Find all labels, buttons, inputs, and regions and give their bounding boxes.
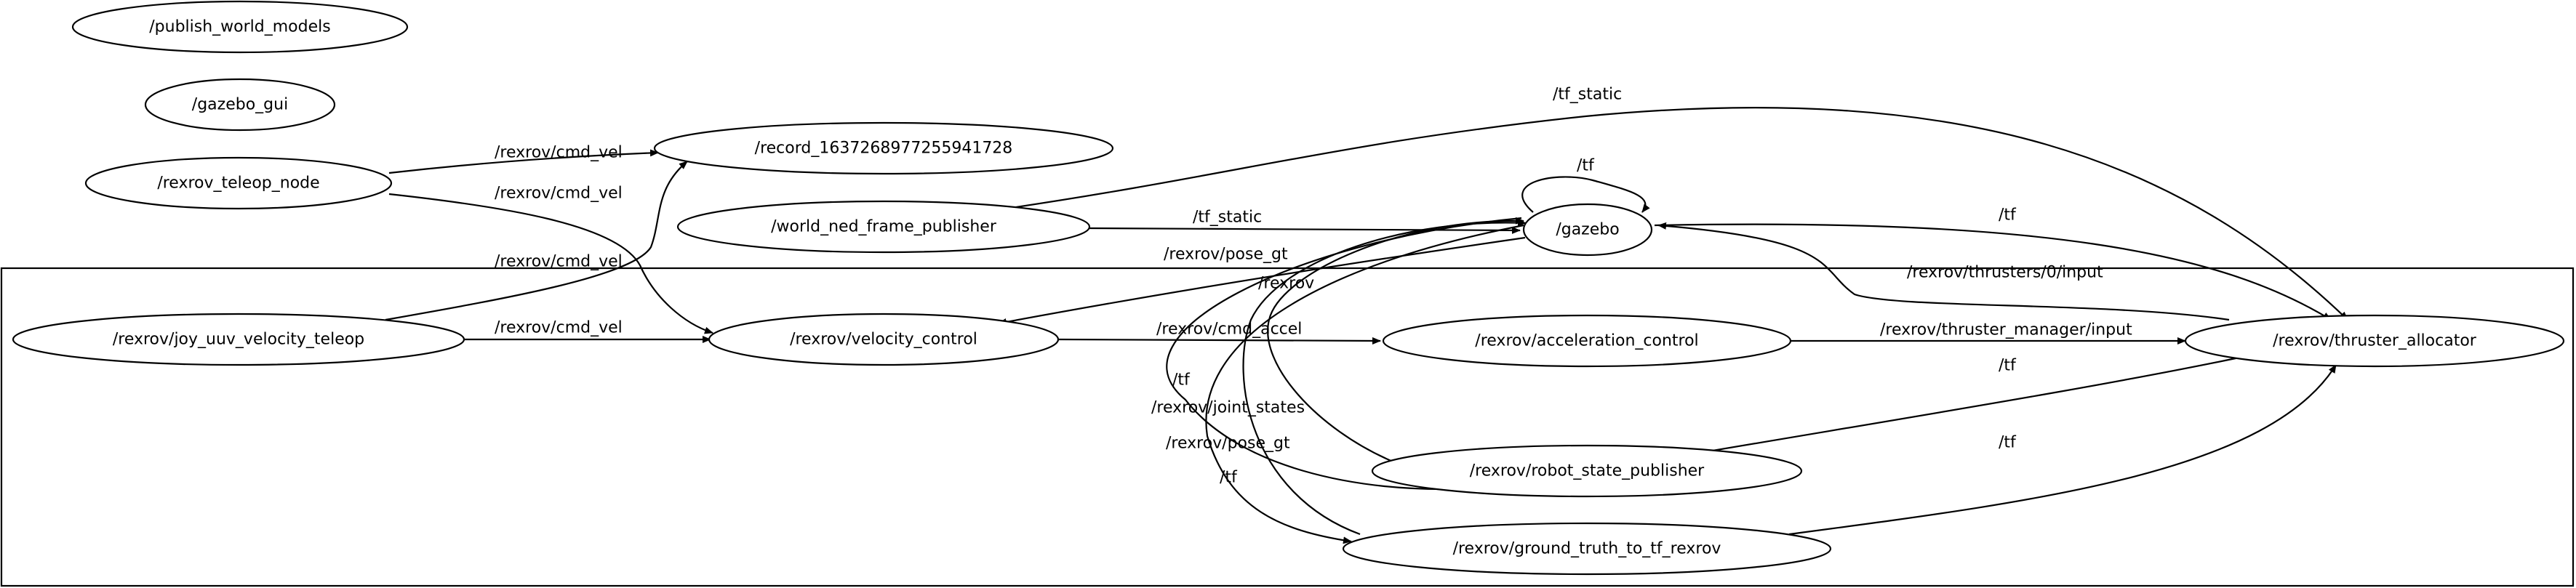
node-label-ground-truth-tf: /rexrov/ground_truth_to_tf_rexrov xyxy=(1453,540,1721,558)
edge-label-gazebo-self-loop: /tf xyxy=(1577,157,1595,175)
edge-label-acceleration-to-thruster: /rexrov/thruster_manager/input xyxy=(1880,321,2132,339)
edge-velocity-to-acceleration[interactable] xyxy=(1057,337,1381,345)
node-world-ned[interactable]: /world_ned_frame_publisher xyxy=(676,200,1091,254)
edges-layer: /rexrov/cmd_vel /rexrov/cmd_vel /rexrov/… xyxy=(385,86,2348,544)
edge-teleop-to-record[interactable] xyxy=(388,149,659,174)
node-gazebo[interactable]: /gazebo xyxy=(1522,203,1653,257)
edge-label-velocity-to-acceleration: /rexrov/cmd_accel xyxy=(1156,321,1302,339)
edge-ground-truth-to-thruster[interactable] xyxy=(1788,364,2337,536)
edge-robot-state-to-gazebo[interactable] xyxy=(1267,217,1524,463)
edge-label-joy-to-record: /rexrov/cmd_vel xyxy=(495,253,623,271)
edge-label-robot-state-to-thruster: /tf xyxy=(1999,357,2017,375)
edge-label-gazebo-to-robot-state: /rexrov/joint_states xyxy=(1151,399,1305,417)
node-label-world-ned: /world_ned_frame_publisher xyxy=(771,218,997,236)
edge-gazebo-to-thruster[interactable] xyxy=(1654,223,2332,321)
node-gazebo-gui[interactable]: /gazebo_gui xyxy=(144,78,336,132)
nodes-layer: /publish_world_models /gazebo_gui /rexro… xyxy=(12,0,2565,576)
edge-world-ned-to-thruster-allocator[interactable] xyxy=(1010,107,2348,321)
node-ground-truth-tf[interactable]: /rexrov/ground_truth_to_tf_rexrov xyxy=(1342,522,1832,576)
rexrov-cluster-box xyxy=(0,267,2575,587)
edge-label-gazebo-to-velocity-control: /rexrov/pose_gt xyxy=(1164,246,1288,264)
node-label-acceleration-control: /rexrov/acceleration_control xyxy=(1475,332,1698,350)
edge-gazebo-self-loop[interactable] xyxy=(1521,176,1650,213)
edge-joy-to-record[interactable] xyxy=(385,161,688,321)
edge-label-joy-to-velocity-control: /rexrov/cmd_vel xyxy=(495,319,623,337)
edge-gazebo-to-ground-truth[interactable] xyxy=(1205,224,1524,544)
edge-label-thruster-to-gazebo: /rexrov/thrusters/0/input xyxy=(1907,264,2103,282)
node-label-gazebo-gui: /gazebo_gui xyxy=(192,96,288,114)
edge-world-ned-to-gazebo[interactable] xyxy=(1087,226,1521,234)
node-label-robot-state-publisher: /rexrov/robot_state_publisher xyxy=(1470,462,1705,480)
edge-robot-state-to-thruster[interactable] xyxy=(1712,353,2254,452)
node-acceleration-control[interactable]: /rexrov/acceleration_control xyxy=(1382,314,1792,368)
node-label-teleop-node: /rexrov_teleop_node xyxy=(157,174,319,193)
node-label-joy-teleop: /rexrov/joy_uuv_velocity_teleop xyxy=(113,331,364,349)
edge-gazebo-to-velocity-control[interactable] xyxy=(998,236,1526,326)
node-label-record: /record_1637268977255941728 xyxy=(755,140,1013,158)
edge-ground-truth-to-gazebo[interactable] xyxy=(1242,219,1527,536)
node-teleop-node[interactable]: /rexrov_teleop_node xyxy=(84,156,393,210)
edge-label-ground-truth-to-gazebo: /tf xyxy=(1220,469,1238,487)
node-joy-teleop[interactable]: /rexrov/joy_uuv_velocity_teleop xyxy=(12,313,465,366)
edge-label-world-ned-to-thruster-allocator: /tf_static xyxy=(1553,86,1622,104)
edge-label-ground-truth-to-thruster: /tf xyxy=(1999,434,2017,452)
edge-label-teleop-to-record: /rexrov/cmd_vel xyxy=(495,144,623,162)
cluster-label-rexrov: /rexrov xyxy=(1258,275,1314,293)
edge-thruster-to-gazebo[interactable] xyxy=(1657,222,2230,321)
edge-label-gazebo-to-ground-truth: /rexrov/pose_gt xyxy=(1166,435,1290,453)
edge-label-teleop-to-velocity-control: /rexrov/cmd_vel xyxy=(495,185,623,203)
node-publish-world-models[interactable]: /publish_world_models xyxy=(71,0,409,54)
edge-label-gazebo-to-thruster: /tf xyxy=(1999,206,2017,225)
node-label-gazebo: /gazebo xyxy=(1556,221,1619,239)
edge-teleop-to-velocity-control[interactable] xyxy=(388,193,713,334)
edge-label-robot-state-to-gazebo: /tf xyxy=(1172,371,1191,390)
node-label-publish-world-models: /publish_world_models xyxy=(149,18,330,36)
node-thruster-allocator[interactable]: /rexrov/thruster_allocator xyxy=(2184,314,2565,368)
node-label-thruster-allocator: /rexrov/thruster_allocator xyxy=(2273,332,2477,350)
node-velocity-control[interactable]: /rexrov/velocity_control xyxy=(708,313,1060,366)
node-label-velocity-control: /rexrov/velocity_control xyxy=(790,331,977,349)
node-record[interactable]: /record_1637268977255941728 xyxy=(653,121,1114,175)
edge-label-world-ned-to-gazebo: /tf_static xyxy=(1193,209,1262,227)
node-robot-state-publisher[interactable]: /rexrov/robot_state_publisher xyxy=(1371,444,1803,498)
